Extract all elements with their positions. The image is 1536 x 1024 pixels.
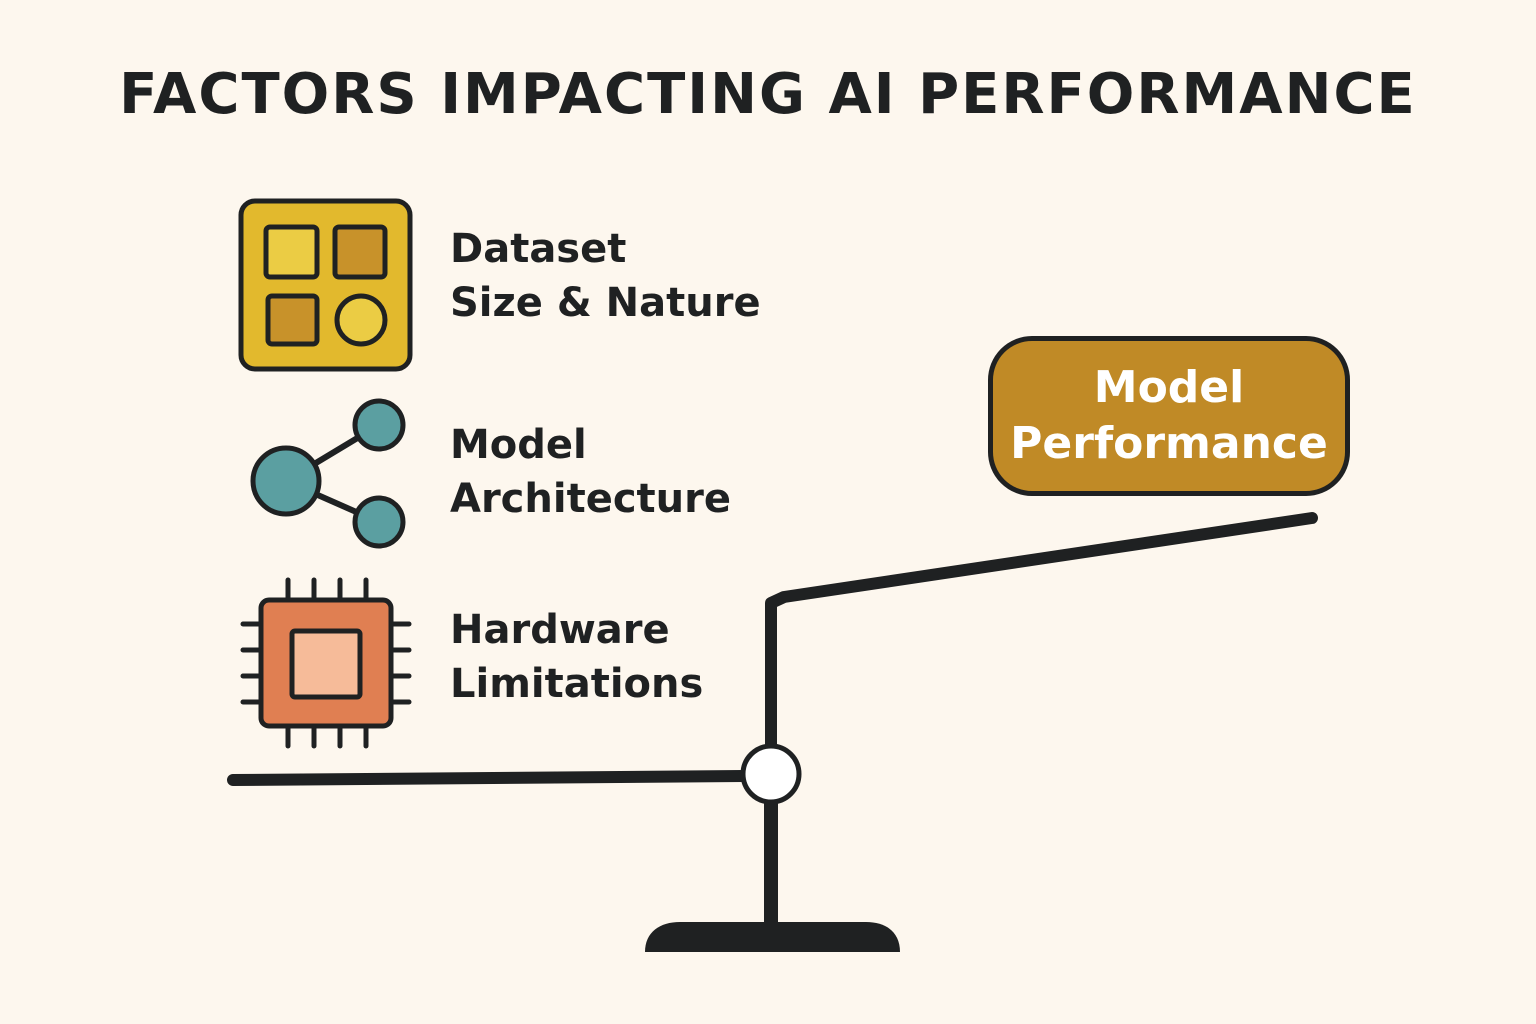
scale-low-beam (227, 770, 750, 786)
factor-label-line: Model (450, 422, 587, 468)
factor-label-line: Size & Nature (450, 280, 761, 326)
balance-scale (227, 512, 1318, 952)
scale-pivot (740, 743, 802, 805)
factor-label-line: Limitations (450, 661, 704, 707)
factor-label-line: Dataset (450, 226, 627, 272)
dataset-grid-icon (238, 198, 413, 372)
diagram-title: FACTORS IMPACTING AI PERFORMANCE (119, 62, 1417, 127)
factor-label-line: Architecture (450, 476, 731, 522)
scale-raised-beam (765, 512, 1318, 750)
scale-base (645, 922, 900, 952)
outcome-line: Model (1093, 362, 1245, 413)
factor-label-architecture: Model Architecture (450, 418, 731, 526)
factor-label-dataset: Dataset Size & Nature (450, 222, 761, 330)
network-nodes-icon (250, 398, 406, 549)
microchip-icon (240, 577, 412, 749)
factor-label-line: Hardware (450, 607, 670, 653)
factor-label-hardware: Hardware Limitations (450, 603, 703, 711)
outcome-line: Performance (1010, 418, 1328, 469)
model-performance-box: Model Performance (988, 336, 1350, 496)
